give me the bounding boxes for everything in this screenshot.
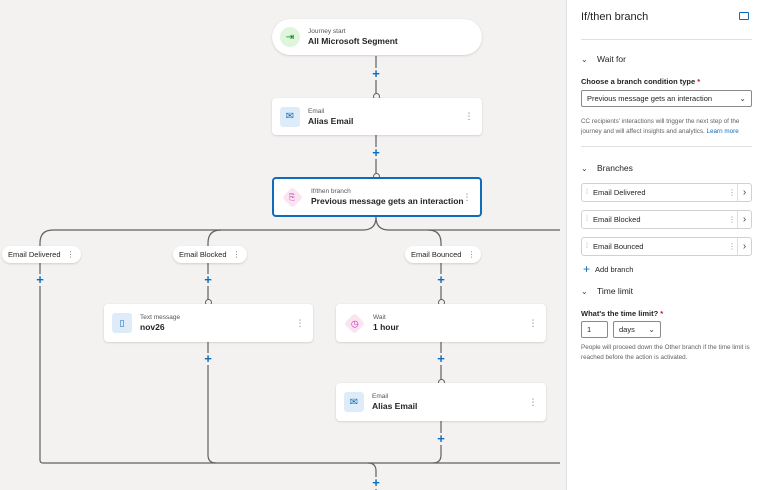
if-then-branch-node[interactable]: ⎘ If/then branch Previous message gets a… — [272, 177, 482, 217]
add-branch-button[interactable]: + Add branch — [583, 262, 634, 276]
add-step-button[interactable]: + — [435, 352, 447, 365]
branch-pill-label: Email Blocked — [179, 250, 227, 259]
journey-start-icon: ⇥ — [280, 27, 300, 47]
add-branch-label: Add branch — [595, 264, 634, 274]
time-limit-help-text: People will proceed down the Other branc… — [581, 344, 750, 361]
panel-toggle-icon[interactable] — [739, 12, 749, 20]
chevron-down-icon: ⌄ — [581, 286, 588, 296]
required-mark: * — [697, 77, 701, 86]
branch-item-label: Email Delivered — [593, 188, 646, 197]
add-step-button[interactable]: + — [370, 476, 382, 489]
more-options-icon[interactable]: ⋮ — [728, 242, 736, 251]
add-step-button[interactable]: + — [34, 273, 46, 286]
node-title: 1 hour — [373, 322, 399, 332]
section-time-limit[interactable]: ⌄ Time limit — [581, 286, 633, 296]
more-options-icon[interactable]: ⋮ — [462, 191, 472, 202]
chevron-down-icon: ⌄ — [739, 94, 746, 103]
section-wait-for[interactable]: ⌄ Wait for — [581, 54, 626, 64]
timer-icon: ◷ — [343, 312, 366, 334]
branch-icon: ⎘ — [281, 186, 304, 208]
node-title: Previous message gets an interaction — [311, 196, 464, 206]
branch-pill-email-blocked[interactable]: Email Blocked ⋮ — [173, 246, 247, 263]
panel-title: If/then branch — [581, 11, 649, 23]
required-mark: * — [660, 309, 664, 318]
drag-handle-icon[interactable]: ⁞ — [586, 216, 588, 223]
learn-more-link[interactable]: Learn more — [706, 128, 739, 135]
time-limit-question: What's the time limit? — [581, 309, 659, 318]
chevron-down-icon: ⌄ — [581, 54, 588, 64]
more-options-icon[interactable]: ⋮ — [464, 111, 474, 121]
node-subtitle: Email — [308, 107, 325, 115]
node-title: Alias Email — [372, 401, 418, 411]
text-message-node[interactable]: ▯ Text message nov26 ⋮ — [104, 304, 313, 342]
add-step-button[interactable]: + — [202, 273, 214, 286]
more-options-icon[interactable]: ⋮ — [528, 396, 538, 407]
branch-item-label: Email Blocked — [593, 215, 641, 224]
section-heading: Branches — [597, 163, 633, 173]
time-unit-dropdown[interactable]: days ⌄ — [613, 321, 661, 338]
node-subtitle: Email — [372, 393, 389, 400]
help-text: CC recipients' interactions will trigger… — [581, 118, 740, 135]
node-subtitle: Journey start — [308, 28, 346, 35]
more-options-icon[interactable]: ⋮ — [728, 215, 736, 224]
branch-item-email-blocked[interactable]: ⁞ Email Blocked ⋮ › — [581, 210, 752, 229]
dropdown-value: days — [619, 325, 635, 334]
chevron-down-icon: ⌄ — [581, 163, 588, 173]
condition-label-text: Choose a branch condition type — [581, 77, 696, 86]
phone-icon: ▯ — [112, 313, 132, 333]
branch-item-email-delivered[interactable]: ⁞ Email Delivered ⋮ › — [581, 183, 752, 202]
more-options-icon[interactable]: ⋮ — [66, 250, 75, 259]
condition-type-dropdown[interactable]: Previous message gets an interaction ⌄ — [581, 90, 752, 107]
condition-label: Choose a branch condition type* — [581, 77, 700, 86]
branch-pill-email-bounced[interactable]: Email Bounced ⋮ — [405, 246, 482, 263]
email-icon: ✉ — [280, 106, 300, 127]
add-step-button[interactable]: + — [370, 146, 382, 159]
time-limit-label: What's the time limit?* — [581, 309, 663, 318]
more-options-icon[interactable]: ⋮ — [728, 188, 736, 197]
more-options-icon[interactable]: ⋮ — [295, 317, 305, 328]
journey-start-node[interactable]: ⇥ Journey start All Microsoft Segment — [272, 19, 482, 55]
add-step-button[interactable]: + — [370, 67, 382, 80]
email-node[interactable]: ✉ Email Alias Email ⋮ — [272, 98, 482, 135]
more-options-icon[interactable]: ⋮ — [467, 250, 476, 259]
chevron-right-icon[interactable]: › — [737, 184, 751, 201]
node-subtitle: Text message — [140, 314, 181, 321]
divider — [581, 39, 752, 40]
branch-pill-label: Email Bounced — [411, 250, 462, 259]
more-options-icon[interactable]: ⋮ — [528, 317, 538, 328]
email-icon: ✉ — [344, 392, 364, 412]
branch-item-label: Email Bounced — [593, 242, 644, 251]
more-options-icon[interactable]: ⋮ — [232, 250, 241, 259]
chevron-right-icon[interactable]: › — [737, 238, 751, 255]
condition-help-text: CC recipients' interactions will trigger… — [581, 117, 753, 137]
node-title: nov26 — [140, 322, 165, 332]
journey-canvas[interactable]: ⇥ Journey start All Microsoft Segment + … — [0, 0, 566, 490]
branch-item-email-bounced[interactable]: ⁞ Email Bounced ⋮ › — [581, 237, 752, 256]
add-step-button[interactable]: + — [435, 432, 447, 445]
add-step-button[interactable]: + — [435, 273, 447, 286]
chevron-right-icon[interactable]: › — [737, 211, 751, 228]
add-icon: + — [583, 262, 591, 276]
node-title: All Microsoft Segment — [308, 36, 398, 46]
section-heading: Time limit — [597, 286, 634, 296]
drag-handle-icon[interactable]: ⁞ — [586, 243, 588, 250]
node-subtitle: If/then branch — [311, 188, 351, 195]
chevron-down-icon: ⌄ — [648, 325, 655, 334]
node-subtitle: Wait — [373, 314, 386, 321]
dropdown-value: Previous message gets an interaction — [587, 94, 713, 103]
add-step-button[interactable]: + — [202, 352, 214, 365]
properties-panel: If/then branch ⌄ Wait for Choose a branc… — [566, 0, 763, 490]
email-node[interactable]: ✉ Email Alias Email ⋮ — [336, 383, 546, 421]
drag-handle-icon[interactable]: ⁞ — [586, 189, 588, 196]
section-heading: Wait for — [597, 54, 626, 64]
node-title: Alias Email — [308, 115, 354, 126]
section-branches[interactable]: ⌄ Branches — [581, 163, 633, 173]
divider — [581, 146, 752, 147]
branch-pill-label: Email Delivered — [8, 250, 61, 259]
wait-node[interactable]: ◷ Wait 1 hour ⋮ — [336, 304, 546, 342]
time-limit-value-input[interactable]: 1 — [581, 321, 608, 338]
branch-pill-email-delivered[interactable]: Email Delivered ⋮ — [2, 246, 81, 263]
